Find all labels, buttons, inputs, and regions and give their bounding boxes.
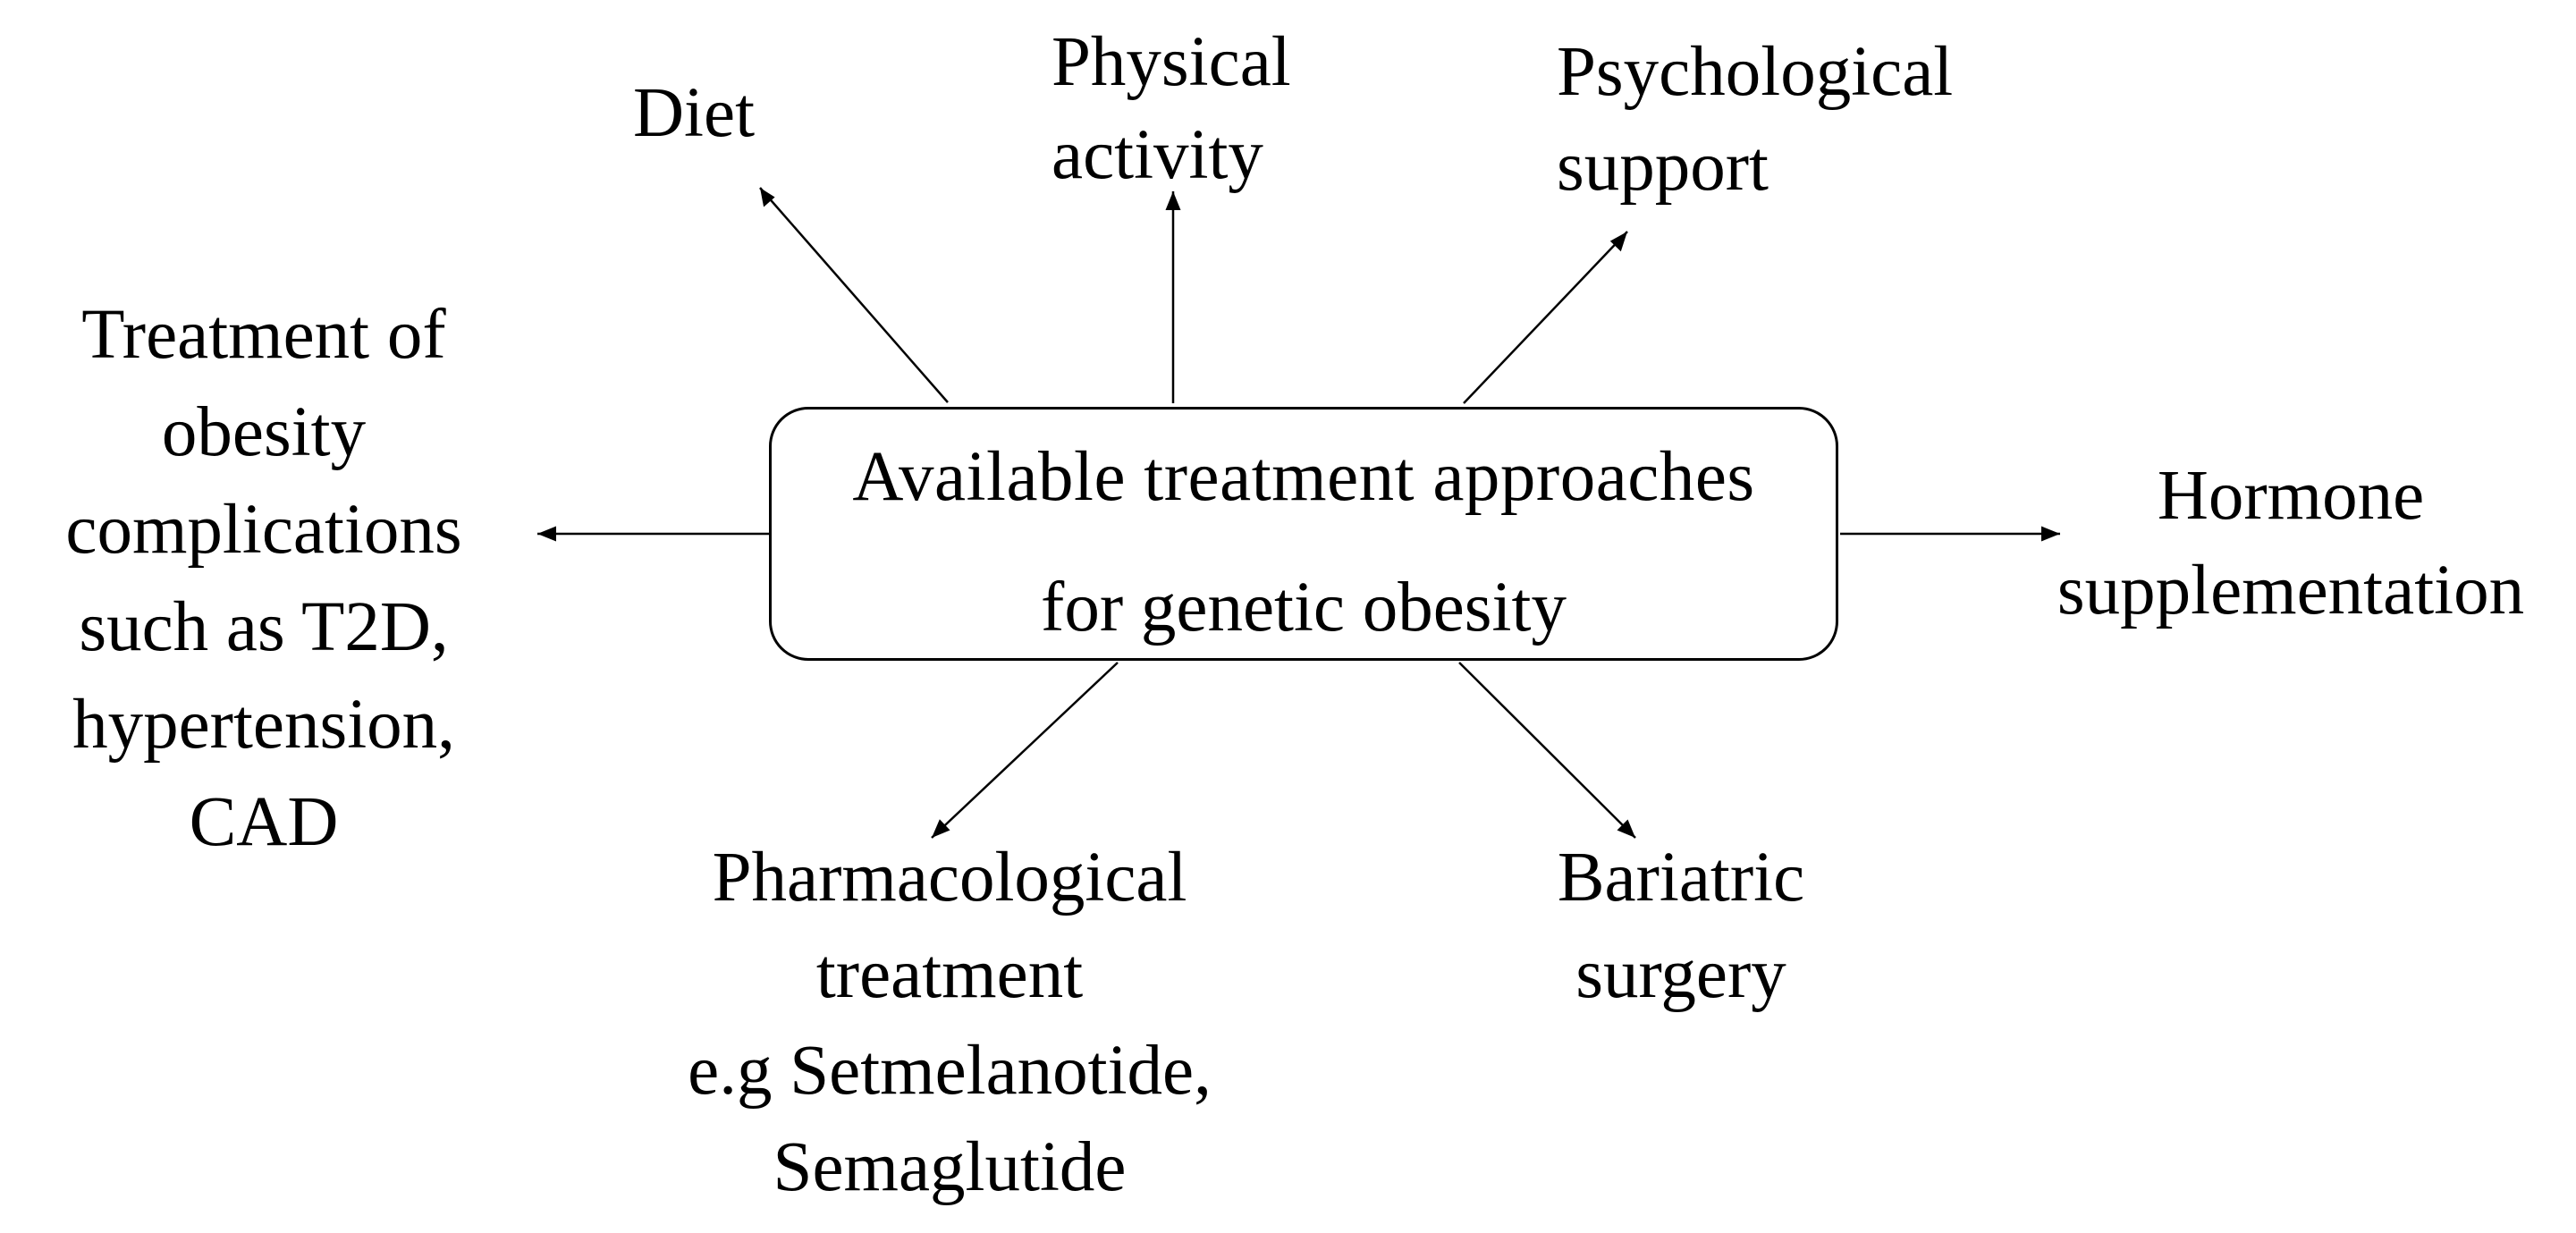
approach-bariatric-line: Bariatric — [1557, 839, 1805, 916]
approach-complications-line: CAD — [189, 783, 339, 861]
arrow-to-psychological-support — [1463, 231, 1628, 404]
approach-complications-line: obesity — [161, 393, 367, 471]
approach-pharmacological-treatment: Pharmacological treatment e.g Setmelanot… — [637, 830, 1263, 1216]
arrow-to-bariatric — [1458, 662, 1636, 839]
approach-complications-line: such as T2D, — [79, 588, 449, 666]
approach-bariatric-surgery: Bariatric surgery — [1502, 830, 1860, 1023]
arrowhead-hormone — [2041, 526, 2060, 542]
approach-physical-activity: Physical activity — [1052, 16, 1291, 202]
arrowhead-complications — [537, 526, 556, 542]
central-topic-line-1: Available treatment approaches — [852, 438, 1755, 516]
arrow-to-pharmacological — [931, 662, 1119, 839]
approach-pharmacological-line: Semaglutide — [773, 1128, 1127, 1206]
arrowhead-physical-activity — [1165, 191, 1181, 210]
arrowhead-pharmacological — [932, 819, 950, 838]
approach-hormone-line: supplementation — [2057, 552, 2525, 629]
approach-psychological-support-line: Psychological — [1557, 33, 1954, 111]
approach-psychological-support: Psychological support — [1557, 25, 1953, 215]
arrowhead-bariatric — [1617, 819, 1635, 838]
approach-complications-line: hypertension, — [72, 686, 455, 764]
approach-hormone-supplementation: Hormone supplementation — [2023, 449, 2559, 638]
approach-diet-line: Diet — [633, 74, 756, 152]
approach-hormone-line: Hormone — [2157, 457, 2425, 535]
arrow-to-diet — [759, 187, 949, 403]
approach-diet: Diet — [633, 64, 755, 163]
approach-treatment-of-complications: Treatment of obesity complications such … — [18, 286, 510, 871]
central-topic-line-2: for genetic obesity — [1041, 569, 1567, 646]
approach-pharmacological-line: e.g Setmelanotide, — [688, 1032, 1212, 1110]
approach-complications-line: complications — [65, 491, 462, 569]
approach-pharmacological-line: Pharmacological — [712, 839, 1187, 916]
arrowhead-psychological-support — [1609, 232, 1627, 252]
approach-psychological-support-line: support — [1557, 128, 1769, 206]
approach-pharmacological-line: treatment — [815, 935, 1084, 1013]
approach-physical-activity-line: activity — [1052, 116, 1263, 194]
central-topic-box: Available treatment approaches for genet… — [769, 407, 1838, 661]
arrowhead-diet — [760, 188, 775, 207]
approach-physical-activity-line: Physical — [1052, 23, 1291, 101]
approach-bariatric-line: surgery — [1575, 935, 1786, 1013]
approach-complications-line: Treatment of — [81, 296, 446, 374]
